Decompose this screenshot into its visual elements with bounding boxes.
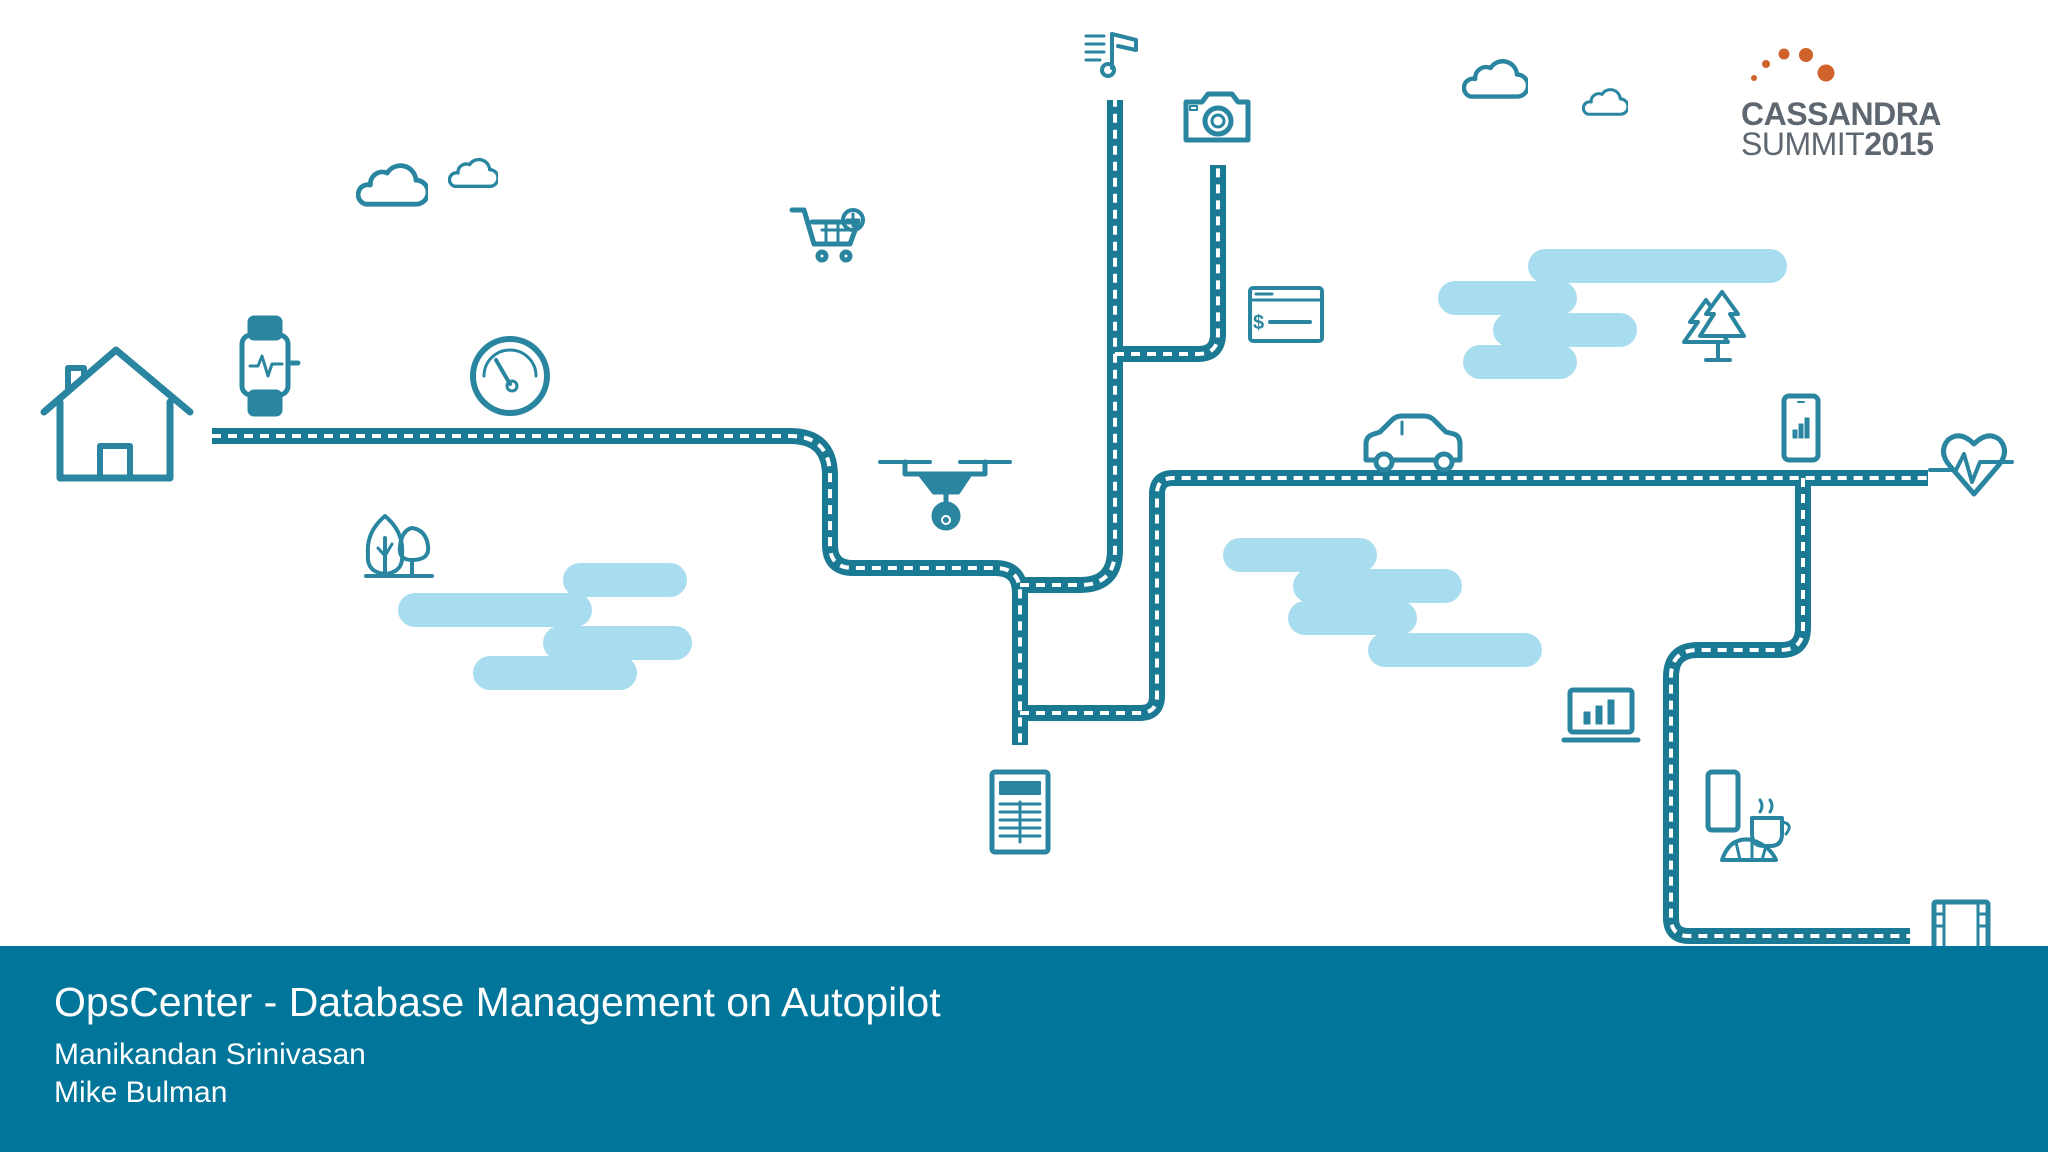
music-note-icon (1084, 32, 1138, 78)
road-dashes (1020, 100, 1117, 587)
author-name: Manikandan Srinivasan (54, 1038, 366, 1071)
road-map-illustration: $ (40, 32, 2014, 946)
cloud-icon (448, 157, 498, 189)
smartphone-chart-icon (1781, 393, 1821, 463)
house-icon (40, 346, 194, 482)
cloud-icon (1582, 88, 1628, 116)
road-dashes (1020, 476, 1928, 715)
road (1663, 478, 1910, 944)
heartbeat-icon (1928, 433, 2014, 497)
road (1115, 165, 1226, 362)
road-dashes (1669, 478, 1910, 938)
drone-icon (878, 459, 1012, 531)
logo-year: 2015 (1864, 126, 1934, 162)
film-strip-icon (1931, 899, 1991, 946)
leafy-trees-icon (364, 514, 434, 578)
svg-text:$: $ (1253, 312, 1264, 334)
laptop-chart-icon (1561, 687, 1641, 743)
cloud-icon (358, 166, 428, 205)
cassandra-summit-logo: CASSANDRA SUMMIT2015 (1730, 40, 1970, 170)
roads (212, 100, 1928, 944)
camera-icon (1183, 91, 1251, 143)
shopping-cart-icon (789, 207, 865, 263)
slide-title: OpsCenter - Database Management on Autop… (54, 979, 941, 1025)
road-dashes (212, 434, 1022, 745)
author-name: Mike Bulman (54, 1076, 228, 1109)
newspaper-icon (989, 769, 1051, 855)
logo-line-summit: SUMMIT2015 (1741, 126, 1934, 162)
road-dashes (1115, 165, 1220, 356)
logo-dots (1751, 48, 1835, 82)
trees-icon (1682, 290, 1746, 362)
phone-coffee-icon (1705, 769, 1791, 862)
logo-line-cassandra: CASSANDRA (1741, 96, 1941, 132)
logo-summit-word: SUMMIT (1741, 126, 1865, 162)
road (1020, 100, 1123, 593)
payment-card-icon: $ (1248, 286, 1324, 343)
gauge-icon (470, 336, 550, 416)
background-clouds (398, 249, 1787, 690)
smartwatch-icon (239, 315, 301, 417)
title-footer: OpsCenter - Database Management on Autop… (0, 946, 2048, 1152)
cloud-icon (1464, 61, 1528, 96)
car-icon (1363, 413, 1463, 473)
